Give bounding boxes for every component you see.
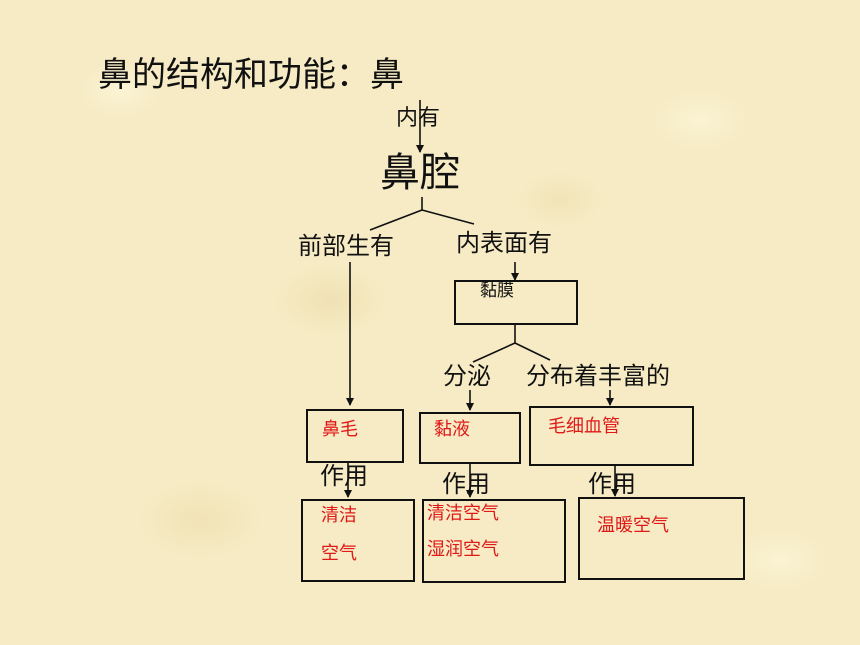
label-function-3: 作用 bbox=[588, 470, 636, 498]
result-clean-line2: 空气 bbox=[321, 543, 357, 564]
mucosa-box bbox=[454, 280, 578, 325]
result-warm-air: 温暖空气 bbox=[597, 515, 669, 536]
page-title: 鼻的结构和功能：鼻 bbox=[98, 55, 404, 95]
label-front-grows: 前部生有 bbox=[298, 232, 394, 260]
label-secretes: 分泌 bbox=[443, 362, 491, 390]
line-mucosa-right-branch bbox=[514, 342, 551, 361]
node-nasal-cavity: 鼻腔 bbox=[380, 150, 460, 196]
line-cavity-left-branch bbox=[369, 209, 423, 231]
warm-box bbox=[578, 497, 745, 580]
node-capillaries: 毛细血管 bbox=[548, 416, 620, 437]
result-moist-air: 湿润空气 bbox=[427, 539, 499, 560]
capillaries-box bbox=[529, 406, 694, 466]
nose-hair-box bbox=[306, 409, 404, 463]
label-inner-has: 内有 bbox=[396, 106, 441, 131]
label-function-1: 作用 bbox=[320, 462, 368, 490]
line-mucosa-left-branch bbox=[472, 342, 516, 363]
node-mucus: 黏液 bbox=[434, 419, 470, 440]
node-nose-hair: 鼻毛 bbox=[322, 419, 358, 440]
label-inner-surface-has: 内表面有 bbox=[456, 229, 552, 257]
result-clean-line1: 清洁 bbox=[321, 505, 357, 526]
label-function-2: 作用 bbox=[442, 470, 490, 498]
clean-box bbox=[301, 499, 415, 582]
result-clean-air: 清洁空气 bbox=[427, 503, 499, 524]
line-cavity-right-branch bbox=[421, 209, 475, 225]
mucus-box bbox=[419, 412, 521, 464]
node-mucosa: 黏膜 bbox=[480, 281, 514, 301]
clean-moist-box bbox=[422, 499, 566, 583]
label-rich-distribution: 分布着丰富的 bbox=[526, 362, 670, 390]
